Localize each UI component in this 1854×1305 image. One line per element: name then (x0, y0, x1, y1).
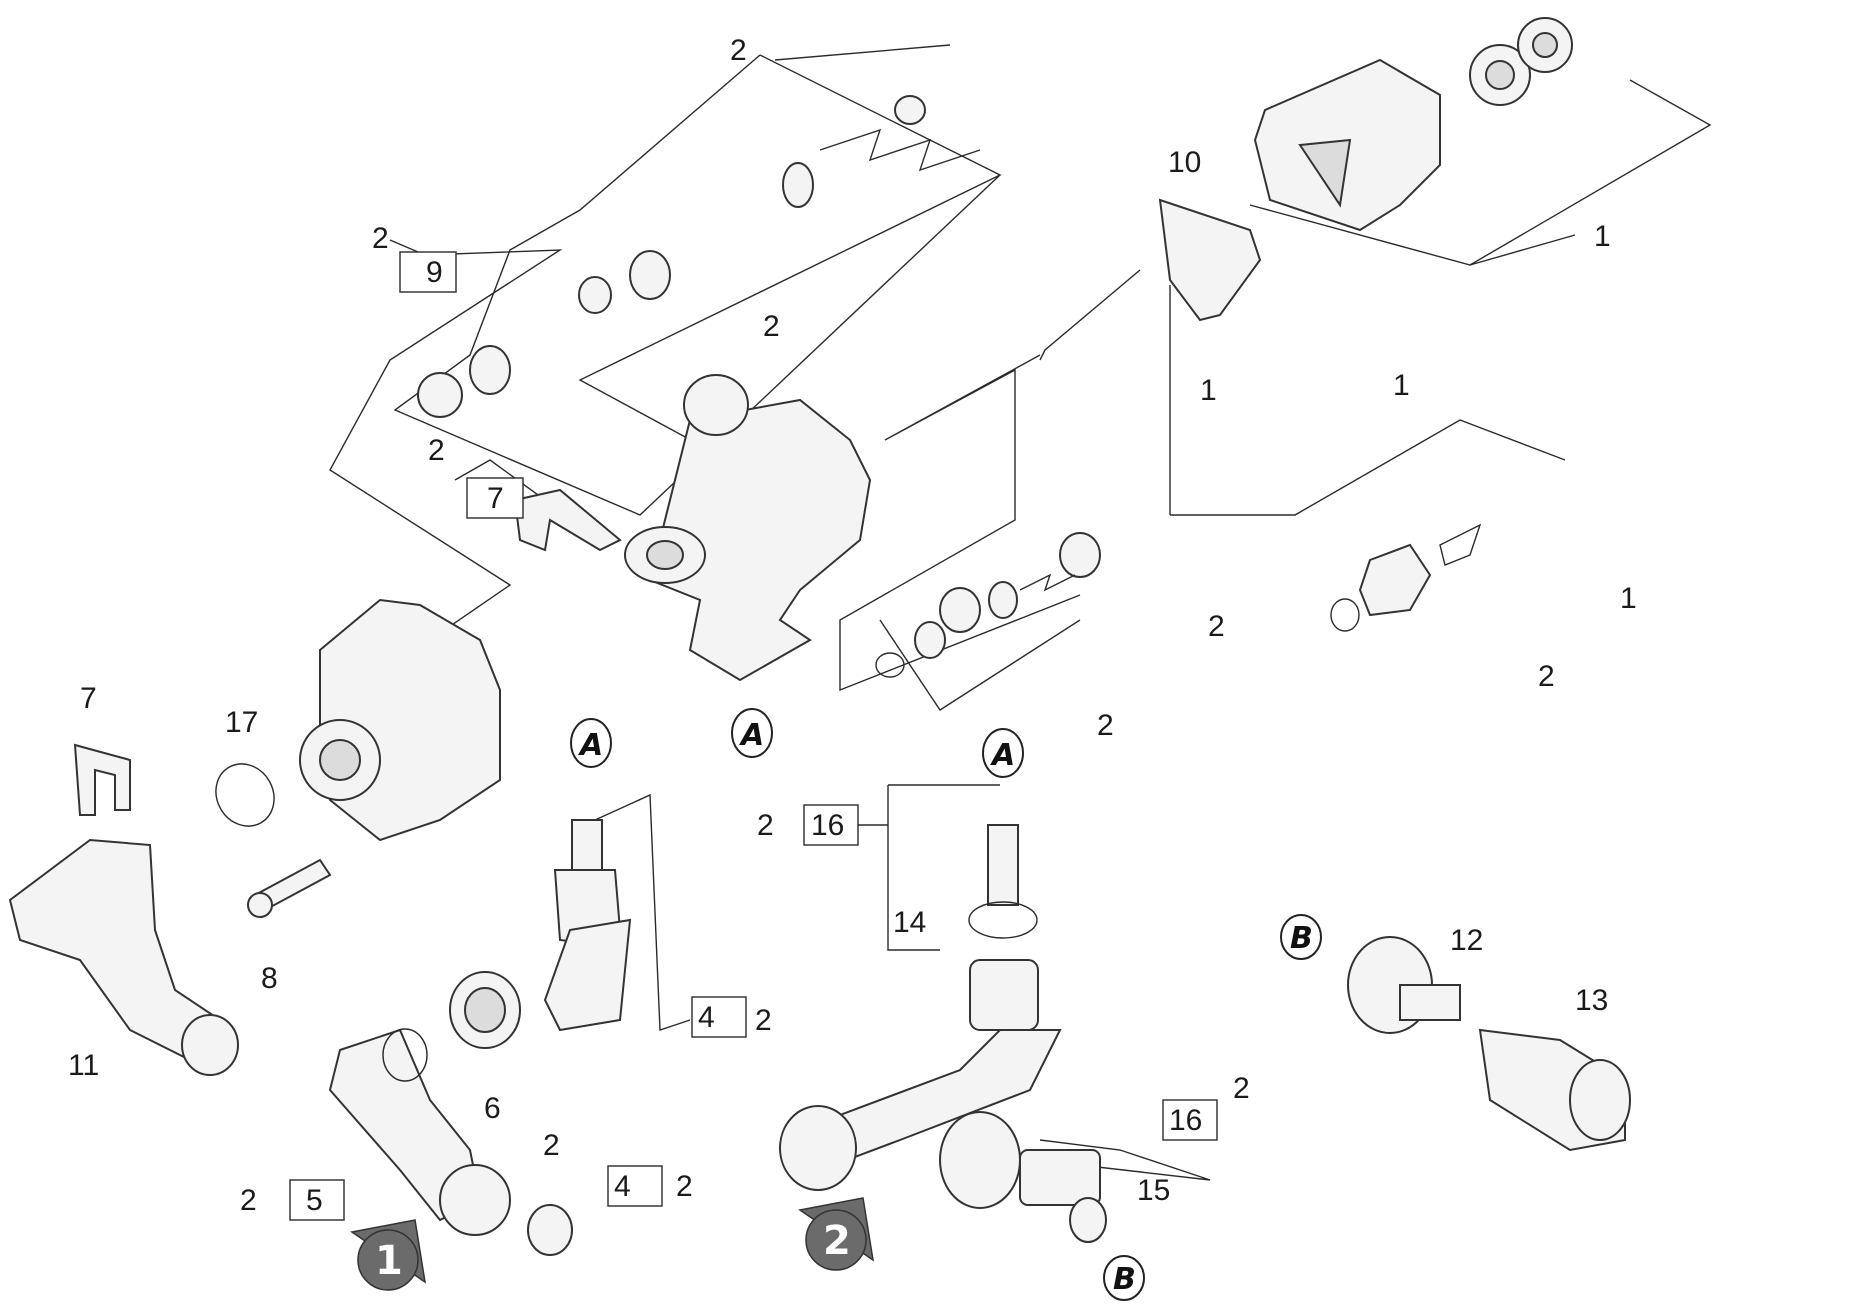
o-ring-17 (215, 763, 275, 827)
svg-text:1: 1 (375, 1238, 403, 1284)
label-2: 2 (543, 1129, 560, 1162)
o-ring-14 (968, 901, 1038, 939)
label-2: 2 (1233, 1072, 1250, 1105)
spring-upper (819, 128, 981, 172)
label-7: 7 (80, 682, 97, 715)
callout-labels: 2 2 9 2 1 10 1 1 2 7 1 2 2 2 7 17 2 16 1… (68, 34, 1637, 1217)
connection-markers: A A A B B (570, 708, 1322, 1301)
svg-text:A: A (578, 728, 603, 763)
label-2: 2 (755, 1004, 772, 1037)
svg-text:A: A (990, 738, 1015, 773)
clip-7-upper (513, 488, 622, 552)
leader-lines (329, 44, 1712, 1181)
label-2: 2 (372, 222, 389, 255)
marker-a: A (570, 718, 612, 768)
label-16: 16 (811, 809, 844, 842)
label-8: 8 (261, 962, 278, 995)
label-11: 11 (68, 1049, 99, 1082)
step-1-indicator: 1 (350, 1219, 427, 1291)
pipe-15 (798, 1029, 1062, 1172)
main-valve-body (648, 398, 872, 682)
marker-a: A (982, 728, 1024, 778)
clip-7-left (73, 743, 131, 816)
marker-a: A (731, 708, 773, 758)
valve-insert-right (1358, 543, 1432, 617)
label-2: 2 (1538, 660, 1555, 693)
label-2: 2 (730, 34, 747, 67)
label-1: 1 (1200, 374, 1217, 407)
svg-text:A: A (739, 718, 764, 753)
label-17: 17 (225, 706, 258, 739)
label-5: 5 (306, 1184, 323, 1217)
label-2: 2 (757, 809, 774, 842)
label-2: 2 (676, 1170, 693, 1203)
marker-b: B (1103, 1255, 1145, 1301)
label-15: 15 (1137, 1174, 1170, 1207)
label-7: 7 (487, 482, 504, 515)
label-14: 14 (893, 906, 926, 939)
svg-text:2: 2 (823, 1218, 851, 1264)
label-2: 2 (428, 434, 445, 467)
marker-b: B (1280, 914, 1322, 960)
parts (8, 17, 1631, 1256)
label-9: 9 (426, 256, 443, 289)
label-2: 2 (763, 310, 780, 343)
label-6: 6 (484, 1092, 501, 1125)
label-4: 4 (614, 1170, 631, 1203)
triangle-seal-10 (1158, 198, 1262, 322)
svg-text:B: B (1290, 921, 1313, 956)
label-2: 2 (240, 1184, 257, 1217)
label-12: 12 (1450, 924, 1483, 957)
label-10: 10 (1168, 146, 1201, 179)
label-2: 2 (1208, 610, 1225, 643)
callout-boxes (289, 251, 1218, 1221)
step-indicators: 1 2 (350, 1197, 875, 1291)
label-4: 4 (698, 1001, 715, 1034)
svg-text:B: B (1113, 1262, 1136, 1297)
label-1: 1 (1594, 220, 1611, 253)
label-16: 16 (1169, 1104, 1202, 1137)
label-1: 1 (1393, 369, 1410, 402)
label-1: 1 (1620, 582, 1637, 615)
step-2-indicator: 2 (798, 1197, 875, 1271)
label-2: 2 (1097, 709, 1114, 742)
label-13: 13 (1575, 984, 1608, 1017)
